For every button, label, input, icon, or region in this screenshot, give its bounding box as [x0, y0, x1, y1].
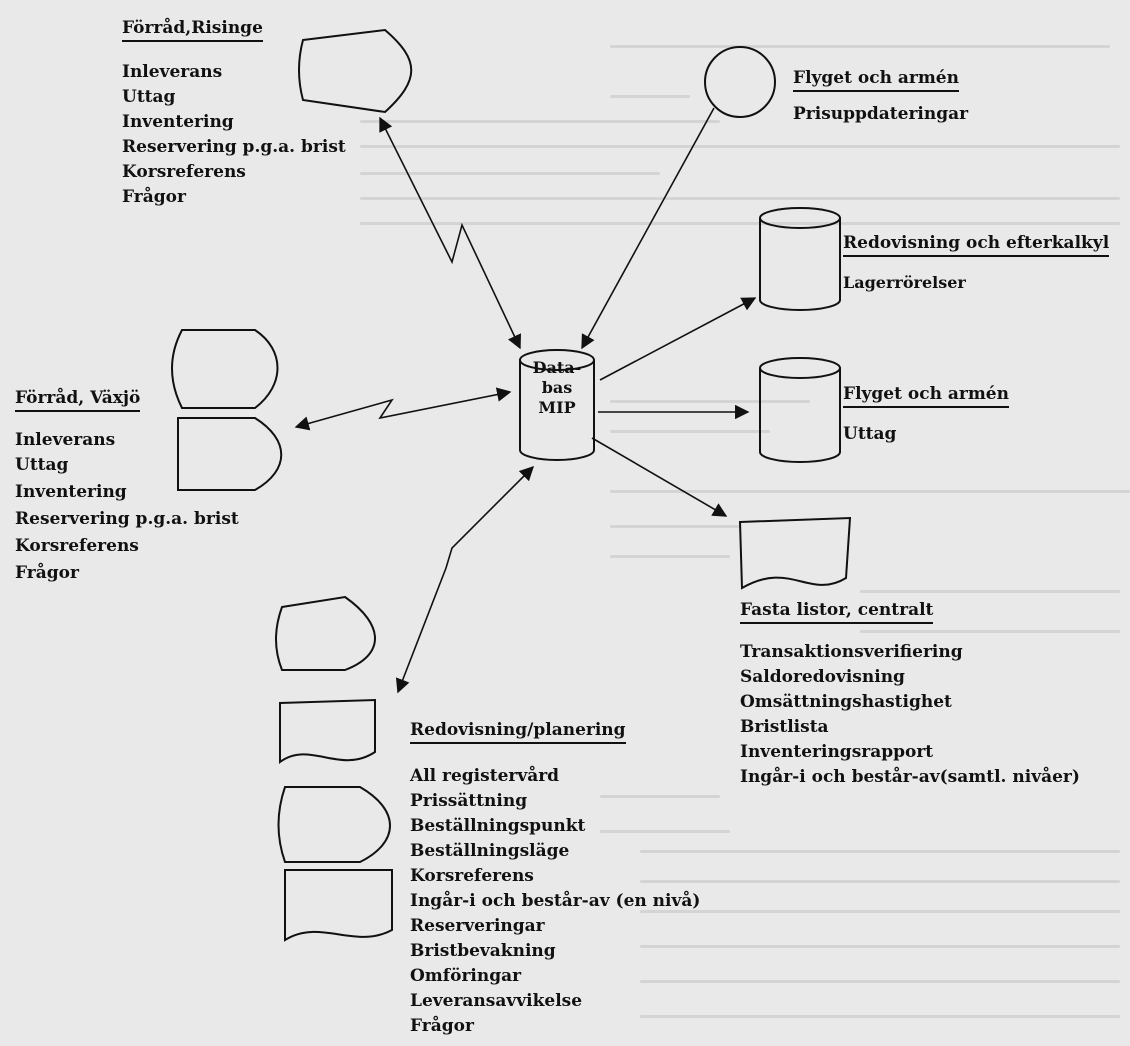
fasta-listor-item: Saldoredovisning — [740, 667, 905, 687]
fasta-listor-item: Transaktionsverifiering — [740, 642, 963, 662]
forrad-vaxjo-item: Frågor — [15, 563, 79, 583]
redovisning-planering-item: Frågor — [410, 1016, 474, 1036]
fasta-listor-item: Bristlista — [740, 717, 829, 737]
redovisning-efterkalkyl-title: Redovisning och efterkalkyl — [843, 233, 1110, 257]
forrad-risinge-item: Inleverans — [122, 62, 223, 82]
connector-redovisning — [599, 297, 757, 381]
forrad-risinge-item: Inventering — [122, 112, 234, 132]
fasta-listor-item: Inventeringsrapport — [740, 742, 934, 762]
hub-label-line2: bas — [541, 378, 573, 397]
redovisning-planering-item: Korsreferens — [410, 866, 534, 886]
flyget-prisupp-title: Flyget och armén — [793, 68, 959, 92]
hub-label-line3: MIP — [538, 398, 576, 417]
redovisning-planering-item: Bristbevakning — [410, 941, 556, 961]
hub-label-line1: Data- — [532, 358, 582, 377]
forrad-vaxjo-item: Uttag — [15, 455, 69, 475]
fasta-listor-title: Fasta listor, centralt — [740, 600, 934, 624]
online-circle-flyget — [704, 46, 776, 118]
terminal-display-vaxjo-2 — [177, 417, 283, 491]
forrad-risinge-item: Reservering p.g.a. brist — [122, 137, 346, 157]
fasta-listor-item: Omsättningshastighet — [740, 692, 952, 712]
forrad-vaxjo-title: Förråd, Växjö — [15, 388, 141, 412]
redovisning-planering-title: Redovisning/planering — [410, 720, 626, 744]
storage-cylinder-redovisning — [759, 207, 841, 311]
flyget-uttag-item: Uttag — [843, 424, 897, 444]
terminal-display-planering-2 — [277, 786, 391, 863]
forrad-vaxjo-item: Reservering p.g.a. brist — [15, 509, 239, 529]
connector-flyget-prisupp — [581, 107, 715, 350]
terminal-display-planering-1 — [275, 595, 376, 671]
redovisning-planering-item: Omföringar — [410, 966, 522, 986]
forrad-risinge-title: Förråd,Risinge — [122, 18, 263, 42]
document-fasta-listor — [738, 516, 852, 590]
connector-planering — [395, 465, 535, 694]
hub-label: Data- bas MIP — [522, 358, 592, 418]
forrad-vaxjo-item: Korsreferens — [15, 536, 139, 556]
forrad-risinge-item: Frågor — [122, 187, 186, 207]
flyget-uttag-title: Flyget och armén — [843, 384, 1009, 408]
terminal-display-risinge — [298, 28, 413, 114]
storage-cylinder-flyget — [759, 357, 841, 463]
connector-risinge — [379, 116, 521, 350]
hub-database-cylinder — [519, 349, 595, 461]
terminal-display-vaxjo-1 — [171, 329, 279, 409]
forrad-vaxjo-item: Inventering — [15, 482, 127, 502]
connector-fasta-listor — [591, 437, 728, 517]
document-planering-2 — [284, 869, 393, 942]
redovisning-efterkalkyl-item: Lagerrörelser — [843, 273, 966, 292]
redovisning-planering-item: Beställningspunkt — [410, 816, 586, 836]
redovisning-planering-item: Prissättning — [410, 791, 528, 811]
connector-vaxjo — [294, 387, 512, 431]
flyget-prisupp-item: Prisuppdateringar — [793, 104, 969, 124]
forrad-risinge-item: Uttag — [122, 87, 176, 107]
forrad-vaxjo-item: Inleverans — [15, 430, 116, 450]
redovisning-planering-item: Reserveringar — [410, 916, 545, 936]
forrad-risinge-item: Korsreferens — [122, 162, 246, 182]
redovisning-planering-item: Ingår-i och består-av (en nivå) — [410, 891, 701, 911]
redovisning-planering-item: Leveransavvikelse — [410, 991, 583, 1011]
redovisning-planering-item: All registervård — [410, 766, 560, 786]
redovisning-planering-item: Beställningsläge — [410, 841, 570, 861]
document-planering-1 — [279, 698, 376, 764]
fasta-listor-item: Ingår-i och består-av(samtl. nivåer) — [740, 767, 1080, 787]
